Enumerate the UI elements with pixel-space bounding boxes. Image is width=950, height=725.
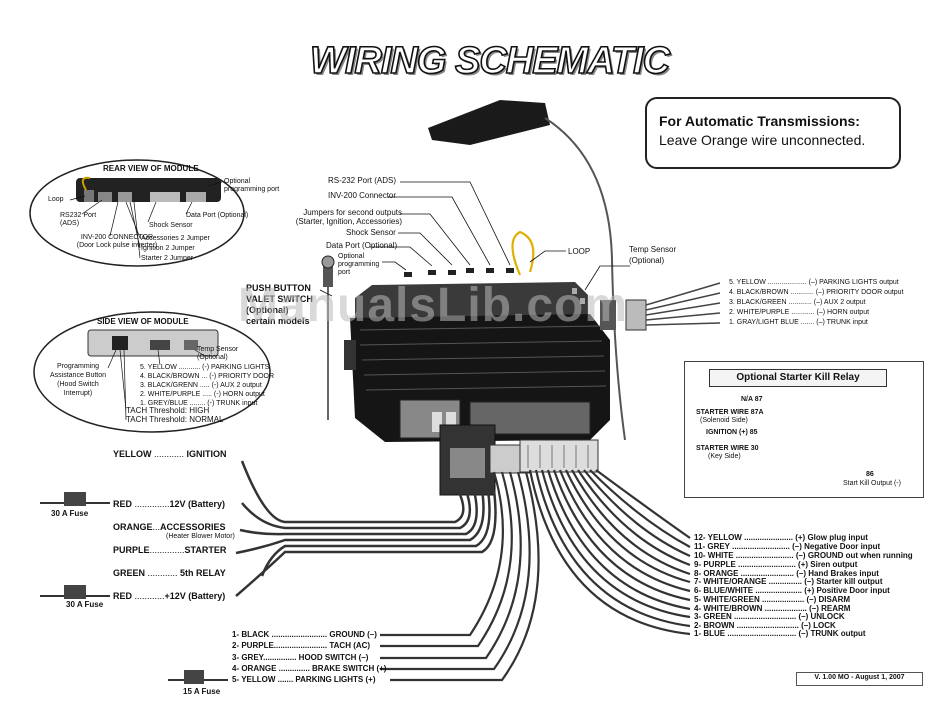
rear-view-module [29, 159, 245, 267]
main-harness-wires [528, 469, 691, 636]
version-box: V. 1.00 MO - August 1, 2007 [796, 672, 923, 686]
main-wire-10: 10- WHITE .......................... (–)… [694, 551, 913, 560]
rear-accessories-jumper-label: Accessories 2 Jumper [141, 235, 210, 242]
relay-na87-label: N/A 87 [741, 396, 763, 403]
center-loop-label: LOOP [568, 247, 591, 256]
power-wire-red-2: RED ............+12V (Battery) [113, 591, 226, 601]
main-control-module [344, 282, 616, 442]
main-wire-5: 5- WHITE/GREEN ................... (–) D… [694, 595, 851, 604]
relay-starter87a-label: STARTER WIRE 87A [696, 409, 764, 416]
relay-title: Optional Starter Kill Relay [736, 372, 860, 383]
main-wire-7: 7- WHITE/ORANGE ............... (–) Star… [694, 577, 883, 586]
bottom-wire-4: 4- ORANGE .............. BRAKE SWITCH (+… [232, 664, 387, 673]
main-wire-1: 1- BLUE ............................... … [694, 629, 866, 638]
manualslib-watermark: ManualsLib.com [238, 279, 629, 332]
side-programming-button-label: Programming Assistance Button (Hood Swit… [49, 363, 107, 397]
center-optional-programming-label: Optional programming port [338, 253, 380, 276]
rear-data-port-label: Data Port (Optional) [186, 212, 249, 219]
relay-title-frame: Optional Starter Kill Relay [709, 369, 887, 387]
antenna [428, 100, 626, 441]
side-wire-3: 3. BLACK/GRENN ..... (-) AUX 2 output [140, 382, 262, 389]
relay-pin86-label: 86 [866, 471, 874, 478]
bottom-wire-5: 5- YELLOW ....... PARKING LIGHTS (+) [232, 675, 376, 684]
fuse-label-3: 15 A Fuse [183, 687, 221, 696]
power-wire-purple: PURPLE..............STARTER [113, 545, 227, 555]
power-wire-red: RED ..............12V (Battery) [113, 499, 226, 509]
relay-keyside-label: (Key Side) [708, 453, 741, 460]
push-button-valet-label: PUSH BUTTON VALET SWITCH (Optional) cert… [246, 283, 313, 326]
main-wire-6: 6- BLUE/WHITE ..................... (+) … [694, 586, 890, 595]
right-wire-1: 1. GRAY/LIGHT BLUE ....... (–) TRUNK inp… [729, 319, 868, 326]
rear-rs232-label: RS232 Port (ADS) [60, 212, 97, 227]
right-wire-5: 5. YELLOW .................... (–) PARKI… [729, 279, 899, 286]
bottom-wire-1: 1- BLACK ......................... GROUN… [232, 630, 377, 639]
bottom-wire-3: 3- GREY............... HOOD SWITCH (–) [232, 653, 369, 662]
fuse-label-2: 30 A Fuse [66, 600, 104, 609]
center-temp-sensor-label: Temp Sensor (Optional) [629, 245, 677, 265]
bottom-harness-wires [380, 471, 540, 682]
side-wire-5: 5. YELLOW ........... (-) PARKING LIGHTS [140, 364, 270, 371]
side-wire-1: 1. GREY/BLUE ........ (-) TRUNK input [140, 400, 258, 407]
main-wire-2: 2- BROWN ............................ (–… [694, 621, 836, 630]
harness-connectors [439, 424, 599, 496]
rear-starter-jumper-label: Starter 2 Jumper [141, 255, 194, 262]
valet-push-button [321, 255, 335, 420]
power-wire-green: GREEN ............ 5th RELAY [113, 568, 226, 578]
tach-high-label: TACH Threshold: HIGH [126, 406, 210, 415]
center-data-port-label: Data Port (Optional) [326, 241, 398, 250]
main-wire-8: 8- ORANGE ........................ (–) H… [694, 569, 879, 578]
main-wire-12: 12- YELLOW ...................... (+) Gl… [694, 533, 868, 542]
version-label: V. 1.00 MO - August 1, 2007 [814, 674, 905, 681]
side-view-title: SIDE VIEW OF MODULE [97, 317, 189, 326]
main-wire-4: 4- WHITE/BROWN ................... (–) R… [694, 604, 851, 613]
relay-solenoid-label: (Solenoid Side) [700, 417, 748, 424]
center-label-leaders [319, 181, 630, 297]
main-wire-9: 9- PURPLE .......................... (+)… [694, 560, 858, 569]
heater-blower-note: (Heater Blower Motor) [166, 533, 235, 540]
center-inv200-label: INV-200 Connector [328, 191, 397, 200]
side-view-module [33, 311, 271, 433]
side-temp-sensor-label: Temp Sensor (Optional) [197, 346, 239, 361]
rear-view-title: REAR VIEW OF MODULE [103, 164, 199, 173]
relay-kill-output-label: Start Kill Output (-) [843, 480, 901, 487]
rear-optional-port-label: Optional programming port [224, 178, 280, 193]
rear-shock-label: Shock Sensor [149, 222, 193, 229]
power-harness-wires [235, 460, 497, 597]
right-wire-4: 4. BLACK/BROWN ............ (–) PRIORITY… [729, 289, 904, 296]
power-wire-yellow: YELLOW ............ IGNITION [113, 449, 227, 459]
power-wire-orange: ORANGE...ACCESSORIES [113, 522, 226, 532]
relay-ignition85-label: IGNITION (+) 85 [706, 429, 758, 436]
main-wire-11: 11- GREY .......................... (–) … [694, 542, 881, 551]
relay-starter30-label: STARTER WIRE 30 [696, 445, 759, 452]
top-ports [404, 230, 585, 304]
right-wire-3: 3. BLACK/GREEN ............ (–) AUX 2 ou… [729, 299, 866, 306]
center-shock-label: Shock Sensor [346, 228, 396, 237]
rear-inv200-label: INV-200 CONNECTOR (Door Lock pulse inver… [76, 234, 158, 249]
automatic-note-heading: For Automatic Transmissions: [659, 113, 860, 129]
bottom-wire-2: 2- PURPLE........................ TACH (… [232, 641, 371, 650]
automatic-transmission-note: For Automatic Transmissions: Leave Orang… [645, 97, 901, 169]
main-wire-3: 3- GREEN ............................ (–… [694, 612, 845, 621]
center-jumpers-label: Jumpers for second outputs (Starter, Ign… [295, 208, 402, 226]
rear-loop-label: Loop [48, 196, 64, 203]
right-connector [625, 282, 721, 331]
tach-normal-label: TACH Threshold: NORMAL [126, 415, 224, 424]
fuse-graphics [40, 492, 228, 684]
side-wire-4: 4. BLACK/BROWN ... (-) PRIORITY DOOR [140, 373, 275, 380]
diagram-title: WIRING SCHEMATIC [309, 39, 671, 83]
right-wire-2: 2. WHITE/PURPLE ............ (–) HORN ou… [729, 309, 870, 316]
starter-kill-relay-box: Optional Starter Kill Relay [684, 361, 924, 498]
automatic-note-text: Leave Orange wire unconnected. [659, 132, 866, 148]
fuse-label-1: 30 A Fuse [51, 509, 89, 518]
rear-ignition-jumper-label: Ignition 2 Jumper [141, 245, 195, 252]
center-rs232-label: RS-232 Port (ADS) [328, 176, 397, 185]
side-wire-2: 2. WHITE/PURPLE ..... (-) HORN output [140, 391, 265, 398]
